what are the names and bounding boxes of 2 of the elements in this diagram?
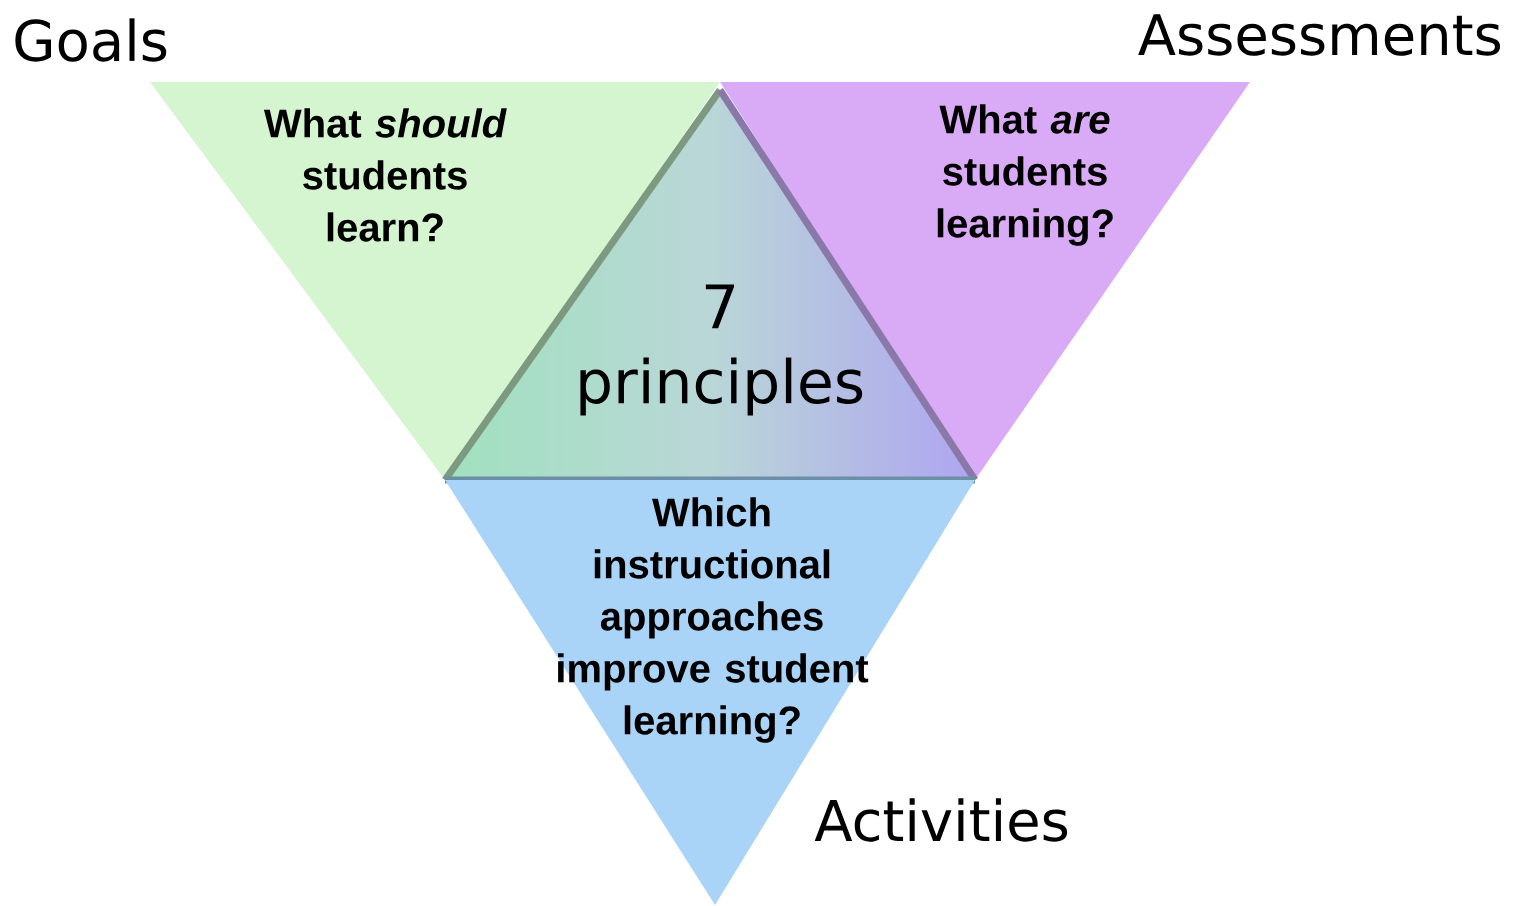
label: Assessments (1138, 14, 1501, 56)
label: Goals (15, 18, 167, 62)
